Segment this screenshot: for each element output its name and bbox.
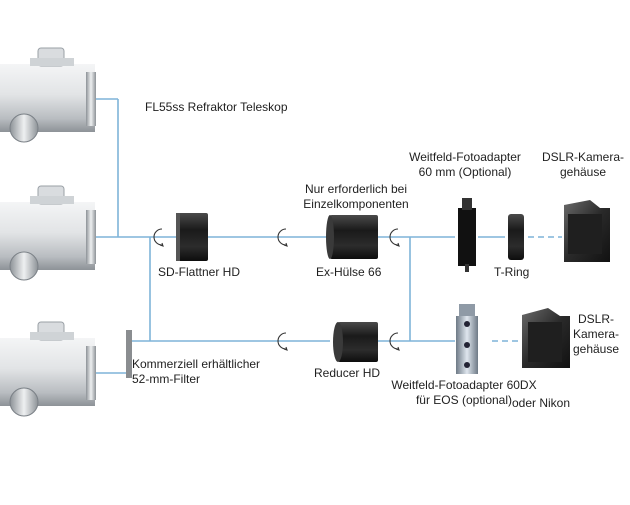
wide-field-adapter-60dx: [456, 304, 478, 374]
telescope-bottom: [0, 321, 96, 417]
telescope-label: FL55ss Refraktor Teleskop: [145, 100, 288, 114]
dslr-top-label: DSLR-Kamera- gehäuse: [538, 150, 628, 180]
or-nikon-label: oder Nikon: [512, 396, 571, 410]
reducer-hd: [333, 322, 378, 362]
connector-lines: [96, 98, 562, 374]
rotation-arrow-icon: [277, 228, 288, 247]
telescope-top: [0, 47, 96, 143]
wide-60dx-line-1: Weitfeld-Fotoadapter 60DX: [391, 378, 537, 392]
only-if-components-label: Nur erforderlich bei Einzelkomponenten: [298, 182, 414, 212]
dslr-camera-top: [564, 200, 610, 262]
wide-60dx-line-2: für EOS (optional): [415, 393, 513, 407]
wide-adapter-label: Weitfeld-Fotoadapter 60 mm (Optional): [404, 150, 526, 180]
reducer-label: Reducer HD: [314, 366, 381, 380]
dslr-bottom-line-1: DSLR-: [577, 312, 614, 326]
dslr-bottom-line-2: Kamera-: [572, 327, 619, 341]
wide-adapter-line-1: Weitfeld-Fotoadapter: [409, 150, 521, 164]
flattener-label: SD-Flattner HD: [158, 265, 241, 279]
dslr-top-line-2: gehäuse: [559, 165, 607, 179]
dslr-top-line-1: DSLR-Kamera-: [541, 150, 625, 164]
filter-line-2: 52-mm-Filter: [132, 372, 200, 386]
ex-sleeve-label: Ex-Hülse 66: [316, 265, 382, 279]
rotation-arrow-icon: [153, 228, 164, 247]
wide-field-adapter-60mm: [458, 198, 476, 272]
only-if-line-1: Nur erforderlich bei: [304, 182, 408, 196]
dslr-bottom-line-3: gehäuse: [572, 342, 620, 356]
rotation-arrow-icon: [389, 332, 400, 351]
telescope-middle: [0, 185, 96, 281]
filter-line-1: Kommerziell erhältlicher: [132, 357, 261, 371]
rotation-arrow-icon: [277, 332, 288, 351]
wide-60dx-label: Weitfeld-Fotoadapter 60DX für EOS (optio…: [388, 378, 540, 408]
rotation-arrow-icon: [389, 228, 400, 247]
filter-52mm: [126, 330, 132, 378]
t-ring-label: T-Ring: [494, 265, 530, 279]
wide-adapter-line-2: 60 mm (Optional): [418, 165, 512, 179]
t-ring: [508, 214, 524, 260]
only-if-line-2: Einzelkomponenten: [303, 197, 409, 211]
sd-flattener-hd: [176, 213, 208, 261]
dslr-camera-bottom: [522, 308, 570, 368]
filter-label: Kommerziell erhältlicher 52-mm-Filter: [132, 357, 260, 387]
dslr-bottom-label: DSLR- Kamera- gehäuse: [568, 312, 624, 357]
ex-sleeve-66: [326, 215, 378, 259]
